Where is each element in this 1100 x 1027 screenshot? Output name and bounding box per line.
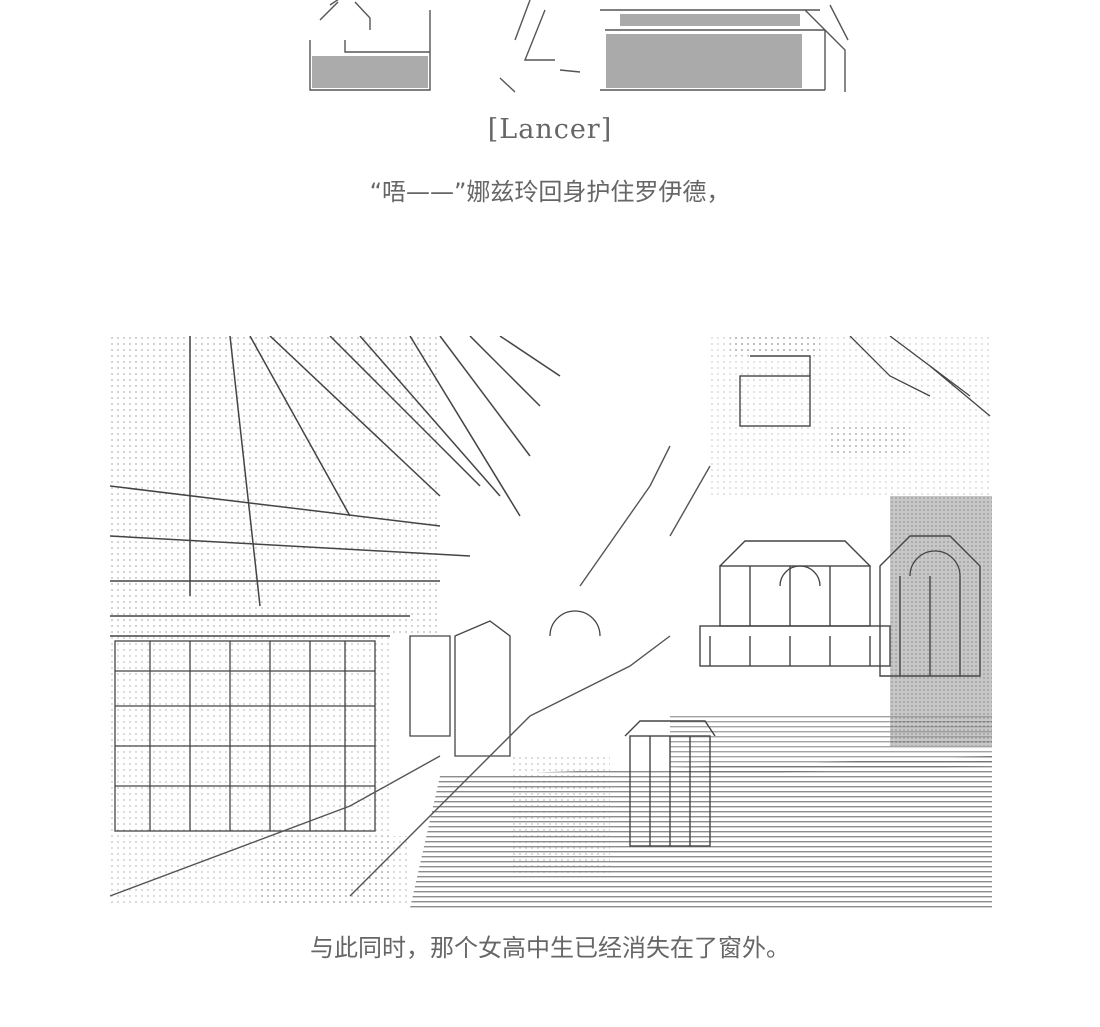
- scene-illustration: [110, 336, 992, 908]
- narration-line: 与此同时，那个女高中生已经消失在了窗外。: [310, 934, 790, 962]
- dialogue-line: “唔——”娜兹玲回身护住罗伊德，: [369, 178, 731, 206]
- heading-ascii-art: [300, 0, 860, 100]
- ascii-art-scene: [110, 336, 992, 908]
- speaker-tag: [Lancer]: [487, 114, 613, 145]
